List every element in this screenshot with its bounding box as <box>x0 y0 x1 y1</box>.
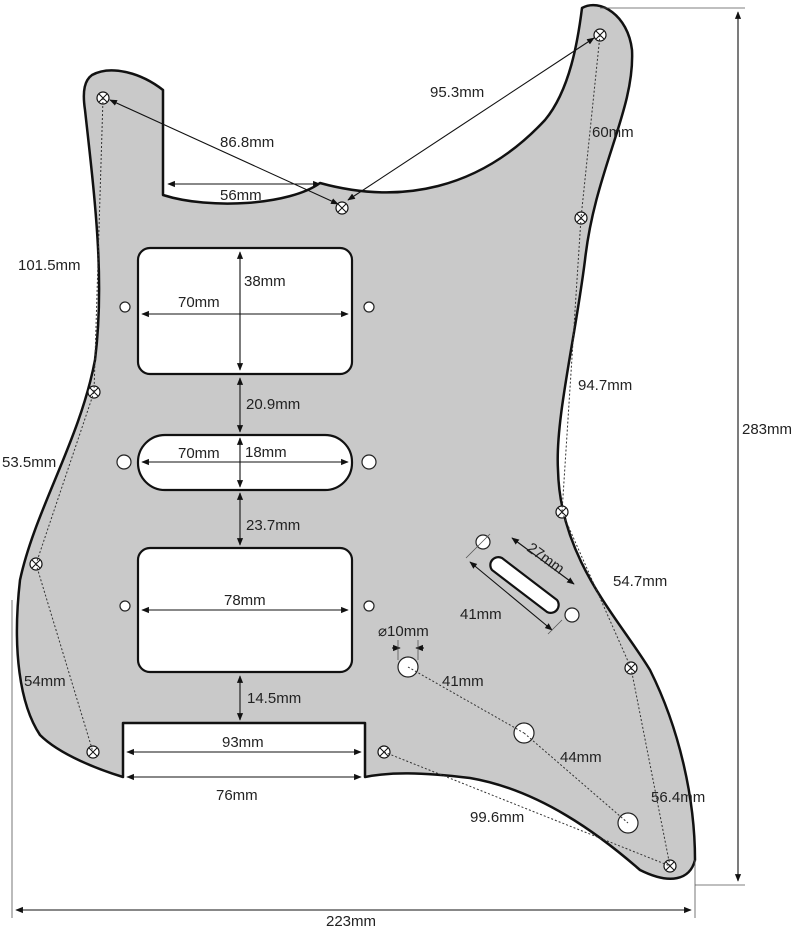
label-78mm: 78mm <box>224 592 266 609</box>
label-41mm-slot: 41mm <box>460 606 502 623</box>
mount-hole <box>363 301 375 313</box>
screw-holes <box>29 28 677 873</box>
label-54mm: 54mm <box>24 673 66 690</box>
mount-hole <box>363 600 375 612</box>
label-38mm: 38mm <box>244 273 286 290</box>
switch-screw-hole <box>475 534 491 550</box>
label-223mm: 223mm <box>326 913 376 930</box>
label-56mm: 56mm <box>220 187 262 204</box>
label-86-8mm: 86.8mm <box>220 134 274 151</box>
mount-hole <box>361 454 377 470</box>
mount-hole <box>116 454 132 470</box>
label-10mm: ⌀10mm <box>378 623 429 640</box>
label-95-3mm: 95.3mm <box>430 84 484 101</box>
label-23-7mm: 23.7mm <box>246 517 300 534</box>
label-53-5mm: 53.5mm <box>2 454 56 471</box>
label-54-7mm: 54.7mm <box>613 573 667 590</box>
label-70mm-middle: 70mm <box>178 445 220 462</box>
label-18mm: 18mm <box>245 444 287 461</box>
label-20-9mm: 20.9mm <box>246 396 300 413</box>
label-70mm-top: 70mm <box>178 294 220 311</box>
label-41mm-jack: 41mm <box>442 673 484 690</box>
mount-hole <box>119 600 131 612</box>
switch-screw-hole <box>564 607 580 623</box>
label-283mm: 283mm <box>742 421 792 438</box>
neck-humbucker-cutout <box>136 246 354 376</box>
dimension-lines <box>11 7 745 918</box>
dimension-labels: 95.3mm 60mm 86.8mm 56mm 101.5mm 38mm 70m… <box>2 84 792 930</box>
label-76mm: 76mm <box>216 787 258 804</box>
label-60mm: 60mm <box>592 124 634 141</box>
label-94-7mm: 94.7mm <box>578 377 632 394</box>
label-101-5mm: 101.5mm <box>18 257 81 274</box>
label-44mm: 44mm <box>560 749 602 766</box>
label-99-6mm: 99.6mm <box>470 809 524 826</box>
label-14-5mm: 14.5mm <box>247 690 301 707</box>
label-93mm: 93mm <box>222 734 264 751</box>
mount-hole <box>119 301 131 313</box>
label-56-4mm: 56.4mm <box>651 789 705 806</box>
